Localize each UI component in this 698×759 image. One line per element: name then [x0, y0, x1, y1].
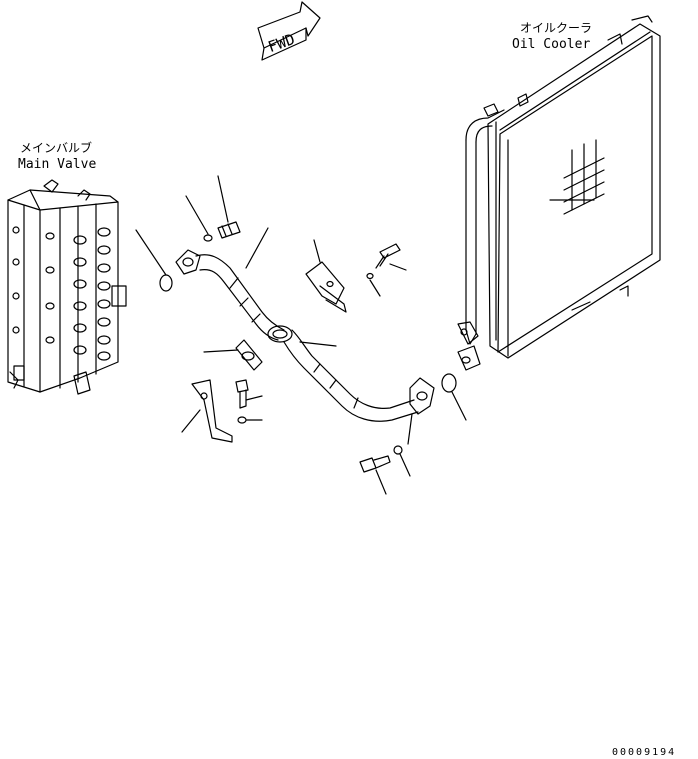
fwd-arrow-text: FWD	[266, 30, 298, 56]
leader-line	[314, 240, 320, 262]
bolt	[360, 456, 390, 472]
hydraulic-pipe-upper	[176, 250, 284, 340]
valve-port-marker	[160, 275, 172, 291]
main-valve	[8, 180, 126, 394]
leader-line	[218, 176, 228, 222]
leader-line	[370, 280, 380, 296]
cooler-port-marker	[442, 374, 456, 392]
leader-line	[186, 196, 208, 234]
bolt	[376, 244, 400, 268]
leader-line	[452, 392, 466, 420]
oil-cooler-label-en: Oil Cooler	[512, 37, 591, 52]
bolt	[218, 222, 240, 238]
fwd-arrow: FWD	[258, 2, 320, 60]
cooler-core-pattern	[550, 140, 604, 214]
washer	[204, 235, 212, 241]
washer	[238, 417, 246, 423]
pipe-clamp	[236, 340, 262, 370]
main-valve-label-en: Main Valve	[18, 157, 97, 172]
support-bracket	[192, 380, 232, 442]
leader-line	[408, 414, 412, 444]
leader-line	[376, 470, 386, 494]
bolt	[236, 380, 248, 408]
oil-cooler-label-jp: オイルクーラ	[520, 21, 593, 35]
leader-line	[300, 342, 336, 346]
leader-line	[390, 264, 406, 270]
leader-line	[136, 230, 166, 275]
leader-line	[246, 396, 262, 400]
oil-cooler	[458, 16, 660, 370]
mounting-bracket	[306, 262, 346, 312]
leader-line	[400, 454, 410, 476]
figure-number: 00009194	[612, 747, 677, 758]
valve-spools	[13, 227, 110, 360]
leader-line	[182, 410, 200, 432]
leader-line	[204, 350, 238, 352]
pipe-clamp-joint	[268, 326, 292, 342]
washer	[394, 446, 402, 454]
leader-line	[246, 228, 268, 268]
main-valve-label-jp: メインバルブ	[20, 141, 93, 155]
hydraulic-pipe-lower	[284, 330, 434, 421]
washer	[367, 274, 373, 279]
